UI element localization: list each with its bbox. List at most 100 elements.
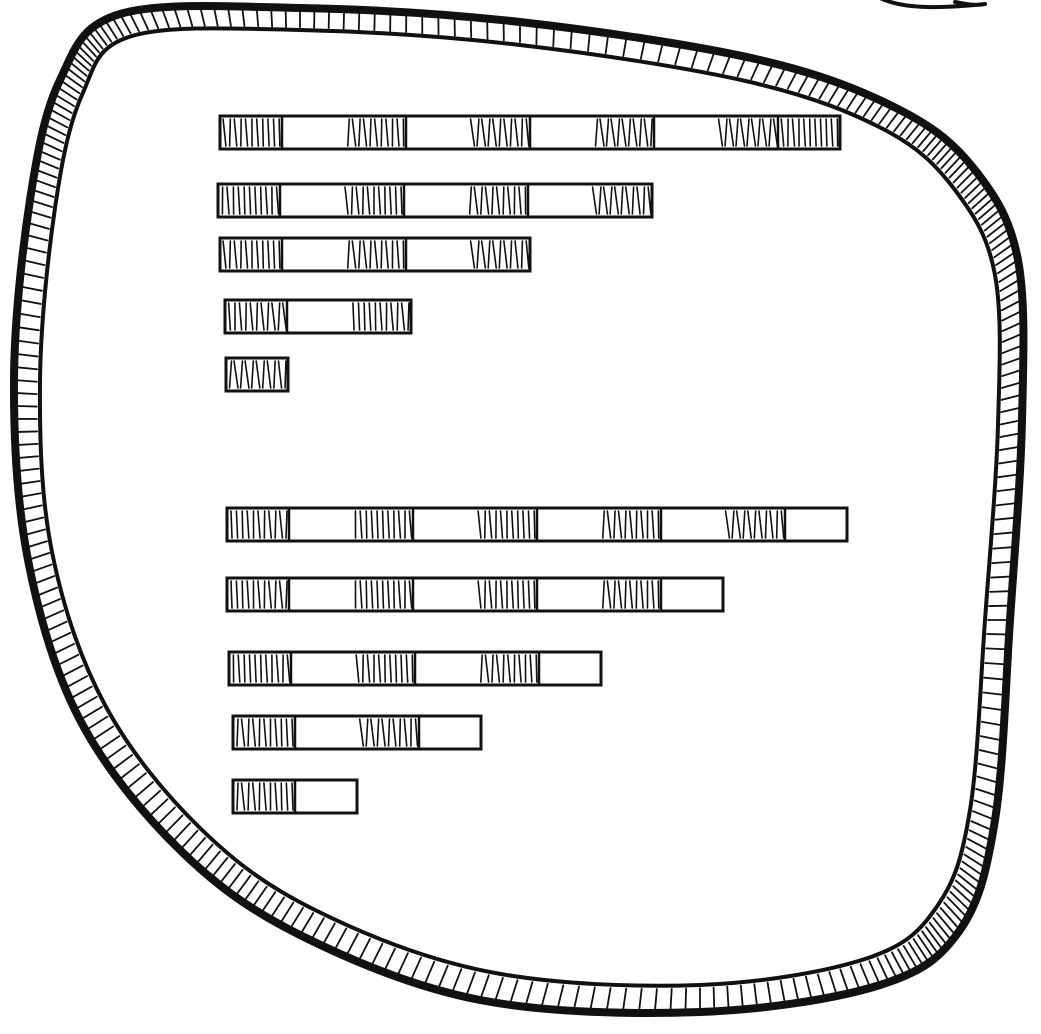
border-hatch-stroke — [27, 529, 45, 534]
border-hatch-stroke — [977, 777, 996, 783]
bar-hatch-stroke — [292, 783, 293, 810]
bar-hatch-stroke — [489, 511, 491, 538]
bar-hatch-stroke — [377, 581, 378, 608]
bar-hatch-stroke — [364, 303, 365, 330]
bar-hatch-stroke — [363, 119, 366, 146]
bar-hatch-stroke — [652, 511, 654, 538]
bar-hatch-stroke — [477, 119, 479, 146]
bar-hatch-stroke — [641, 581, 643, 608]
bar-hatch-stroke — [261, 303, 264, 330]
bar-segment-hatched — [470, 184, 528, 217]
border-hatch-stroke — [1003, 323, 1021, 331]
upper-bar-group — [218, 116, 840, 391]
border-hatch-stroke — [542, 984, 548, 1005]
border-hatch-stroke — [641, 41, 645, 58]
border-hatch-stroke — [937, 913, 953, 932]
bar-segment-hatched — [471, 116, 530, 149]
bar-hatch-stroke — [286, 511, 287, 538]
bar-hatch-stroke — [237, 719, 238, 746]
border-hatch-stroke — [95, 726, 114, 738]
bar-hatch-stroke — [258, 581, 260, 608]
bar-hatch-stroke — [492, 187, 493, 214]
border-hatch-stroke — [741, 986, 743, 1006]
bar-hatch-stroke — [399, 511, 401, 538]
bar-hatch-stroke — [382, 719, 385, 746]
bar-hatch-stroke — [485, 655, 488, 682]
border-hatch-stroke — [1000, 447, 1018, 450]
bar-segment-hatched — [233, 652, 291, 685]
bar-hatch-stroke — [603, 511, 604, 538]
bar-hatch-stroke — [255, 655, 256, 682]
bar-hatch-stroke — [256, 361, 260, 388]
bar-hatch-stroke — [360, 719, 364, 746]
bar-hatch-stroke — [478, 511, 481, 538]
border-hatch-stroke — [984, 692, 1003, 694]
bar-hatch-stroke — [247, 511, 249, 538]
bar-hatch-stroke — [626, 187, 629, 214]
bar-hatch-stroke — [815, 119, 816, 146]
bar-hatch-stroke — [230, 241, 231, 268]
bar-hatch-stroke — [268, 119, 269, 146]
bar-hatch-stroke — [732, 511, 734, 538]
bar-hatch-stroke — [536, 655, 537, 682]
bar-segment-hatched — [603, 578, 661, 611]
bar-hatch-stroke — [482, 119, 486, 146]
bar-segment-hatched — [603, 508, 661, 541]
bar-hatch-stroke — [267, 361, 270, 388]
border-hatch-stroke — [754, 984, 757, 1005]
bar-hatch-stroke — [388, 511, 389, 538]
upper-bar-row-5 — [226, 358, 288, 391]
bar-hatch-stroke — [396, 655, 397, 682]
border-hatch-stroke — [21, 300, 41, 304]
border-hatch-stroke — [838, 90, 848, 106]
border-hatch-stroke — [128, 773, 145, 787]
bar-hatch-stroke — [725, 119, 727, 146]
bar-hatch-stroke — [615, 187, 619, 214]
bar-segment-hatched — [231, 578, 289, 611]
border-hatch-stroke — [979, 205, 995, 219]
border-hatch-stroke — [894, 116, 906, 131]
bar-hatch-stroke — [356, 655, 359, 682]
bar-hatch-stroke — [501, 581, 503, 608]
bar-hatch-stroke — [383, 581, 384, 608]
border-hatch-stroke — [49, 118, 67, 127]
bar-hatch-stroke — [619, 581, 622, 608]
bar-hatch-stroke — [238, 187, 240, 214]
bar-hatch-stroke — [244, 187, 245, 214]
border-hatch-stroke — [29, 541, 47, 547]
border-hatch-stroke — [558, 985, 563, 1006]
bar-hatch-stroke — [249, 655, 250, 682]
bar-segment-hatched — [478, 508, 537, 541]
border-hatch-stroke — [1002, 312, 1020, 321]
bar-hatch-stroke — [599, 187, 601, 214]
border-hatch-stroke — [221, 864, 235, 882]
bar-hatch-stroke — [792, 119, 794, 146]
border-hatch-stroke — [956, 881, 974, 897]
bar-hatch-stroke — [353, 303, 354, 330]
bar-hatch-stroke — [231, 581, 232, 608]
bar-hatch-stroke — [763, 119, 767, 146]
border-hatch-stroke — [18, 444, 37, 445]
bar-hatch-stroke — [275, 581, 276, 608]
border-hatch-stroke — [272, 897, 284, 916]
border-hatch-stroke — [21, 481, 40, 484]
bar-hatch-stroke — [360, 581, 362, 608]
border-hatch-stroke — [48, 622, 67, 631]
border-hatch-stroke — [879, 109, 890, 124]
bar-hatch-stroke — [263, 119, 264, 146]
bar-hatch-stroke — [253, 719, 256, 746]
bar-hatch-stroke — [234, 241, 236, 268]
bar-segment-hatched — [481, 652, 539, 685]
bar-hatch-stroke — [765, 511, 766, 538]
bar-hatch-stroke — [528, 511, 529, 538]
bar-segment-hatched — [223, 238, 282, 271]
border-hatch-stroke — [36, 180, 55, 187]
border-hatch-stroke — [607, 988, 611, 1009]
bar-hatch-stroke — [379, 655, 381, 682]
bar-hatch-stroke — [269, 581, 271, 608]
bar-hatch-stroke — [510, 119, 511, 146]
lower-bar-row-1 — [227, 508, 847, 541]
border-hatch-stroke — [206, 851, 220, 868]
bar-hatch-stroke — [644, 187, 645, 214]
border-hatch-stroke — [1000, 280, 1018, 290]
